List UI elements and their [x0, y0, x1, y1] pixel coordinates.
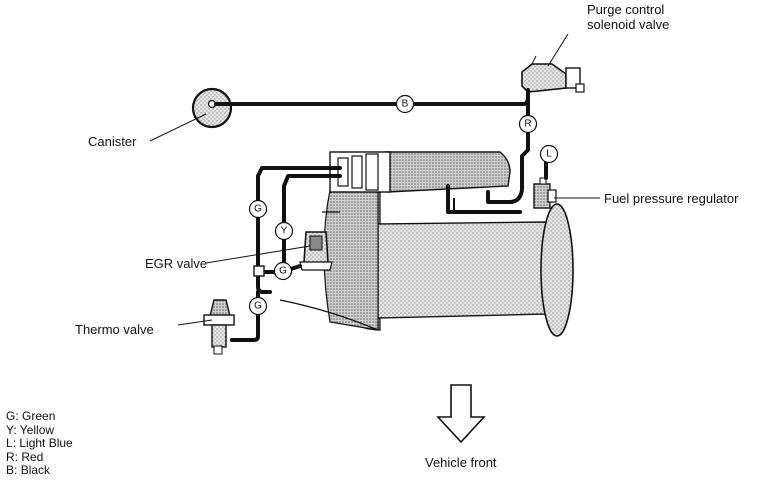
legend-item: L: Light Blue — [6, 436, 73, 451]
egr-valve-label: EGR valve — [145, 256, 207, 271]
svg-text:Y: Y — [281, 226, 288, 237]
canister-label: Canister — [88, 134, 137, 149]
purge-control-solenoid-valve — [521, 55, 585, 93]
hose-marker-r: R — [518, 114, 538, 134]
thermo-valve-label: Thermo valve — [75, 322, 154, 337]
vehicle-front-arrow-icon — [436, 384, 486, 444]
fuel-pressure-regulator — [533, 177, 557, 209]
intake-duct — [329, 151, 511, 193]
hose-marker-g-mid: G — [273, 261, 293, 281]
vehicle-front-label: Vehicle front — [425, 455, 497, 470]
purge-valve-label-line1: Purge control — [587, 2, 664, 17]
hose-marker-y: Y — [274, 221, 294, 241]
hose-marker-g-lower: G — [248, 296, 268, 316]
hose-marker-b: B — [395, 94, 415, 114]
hose-marker-g-upper: G — [248, 199, 268, 219]
svg-text:L: L — [546, 149, 552, 160]
svg-text:G: G — [254, 301, 262, 312]
purge-valve-label-line2: solenoid valve — [587, 17, 669, 32]
legend-item: B: Black — [6, 463, 51, 478]
color-legend: G: Green Y: Yellow L: Light Blue R: Red … — [6, 409, 73, 478]
svg-text:B: B — [402, 99, 409, 110]
svg-text:G: G — [279, 266, 287, 277]
intake-plenum — [279, 185, 574, 337]
leader-lines — [149, 33, 600, 326]
svg-text:R: R — [524, 119, 531, 130]
egr-valve — [299, 231, 333, 271]
svg-text:G: G — [254, 204, 262, 215]
legend-item: G: Green — [6, 409, 56, 423]
thermo-valve — [203, 299, 235, 355]
t-connector — [253, 265, 265, 277]
legend-item: R: Red — [6, 449, 44, 464]
hose-marker-l: L — [539, 144, 559, 164]
fuel-pressure-regulator-label: Fuel pressure regulator — [604, 191, 739, 206]
canister — [191, 87, 233, 129]
legend-item: Y: Yellow — [6, 422, 55, 437]
